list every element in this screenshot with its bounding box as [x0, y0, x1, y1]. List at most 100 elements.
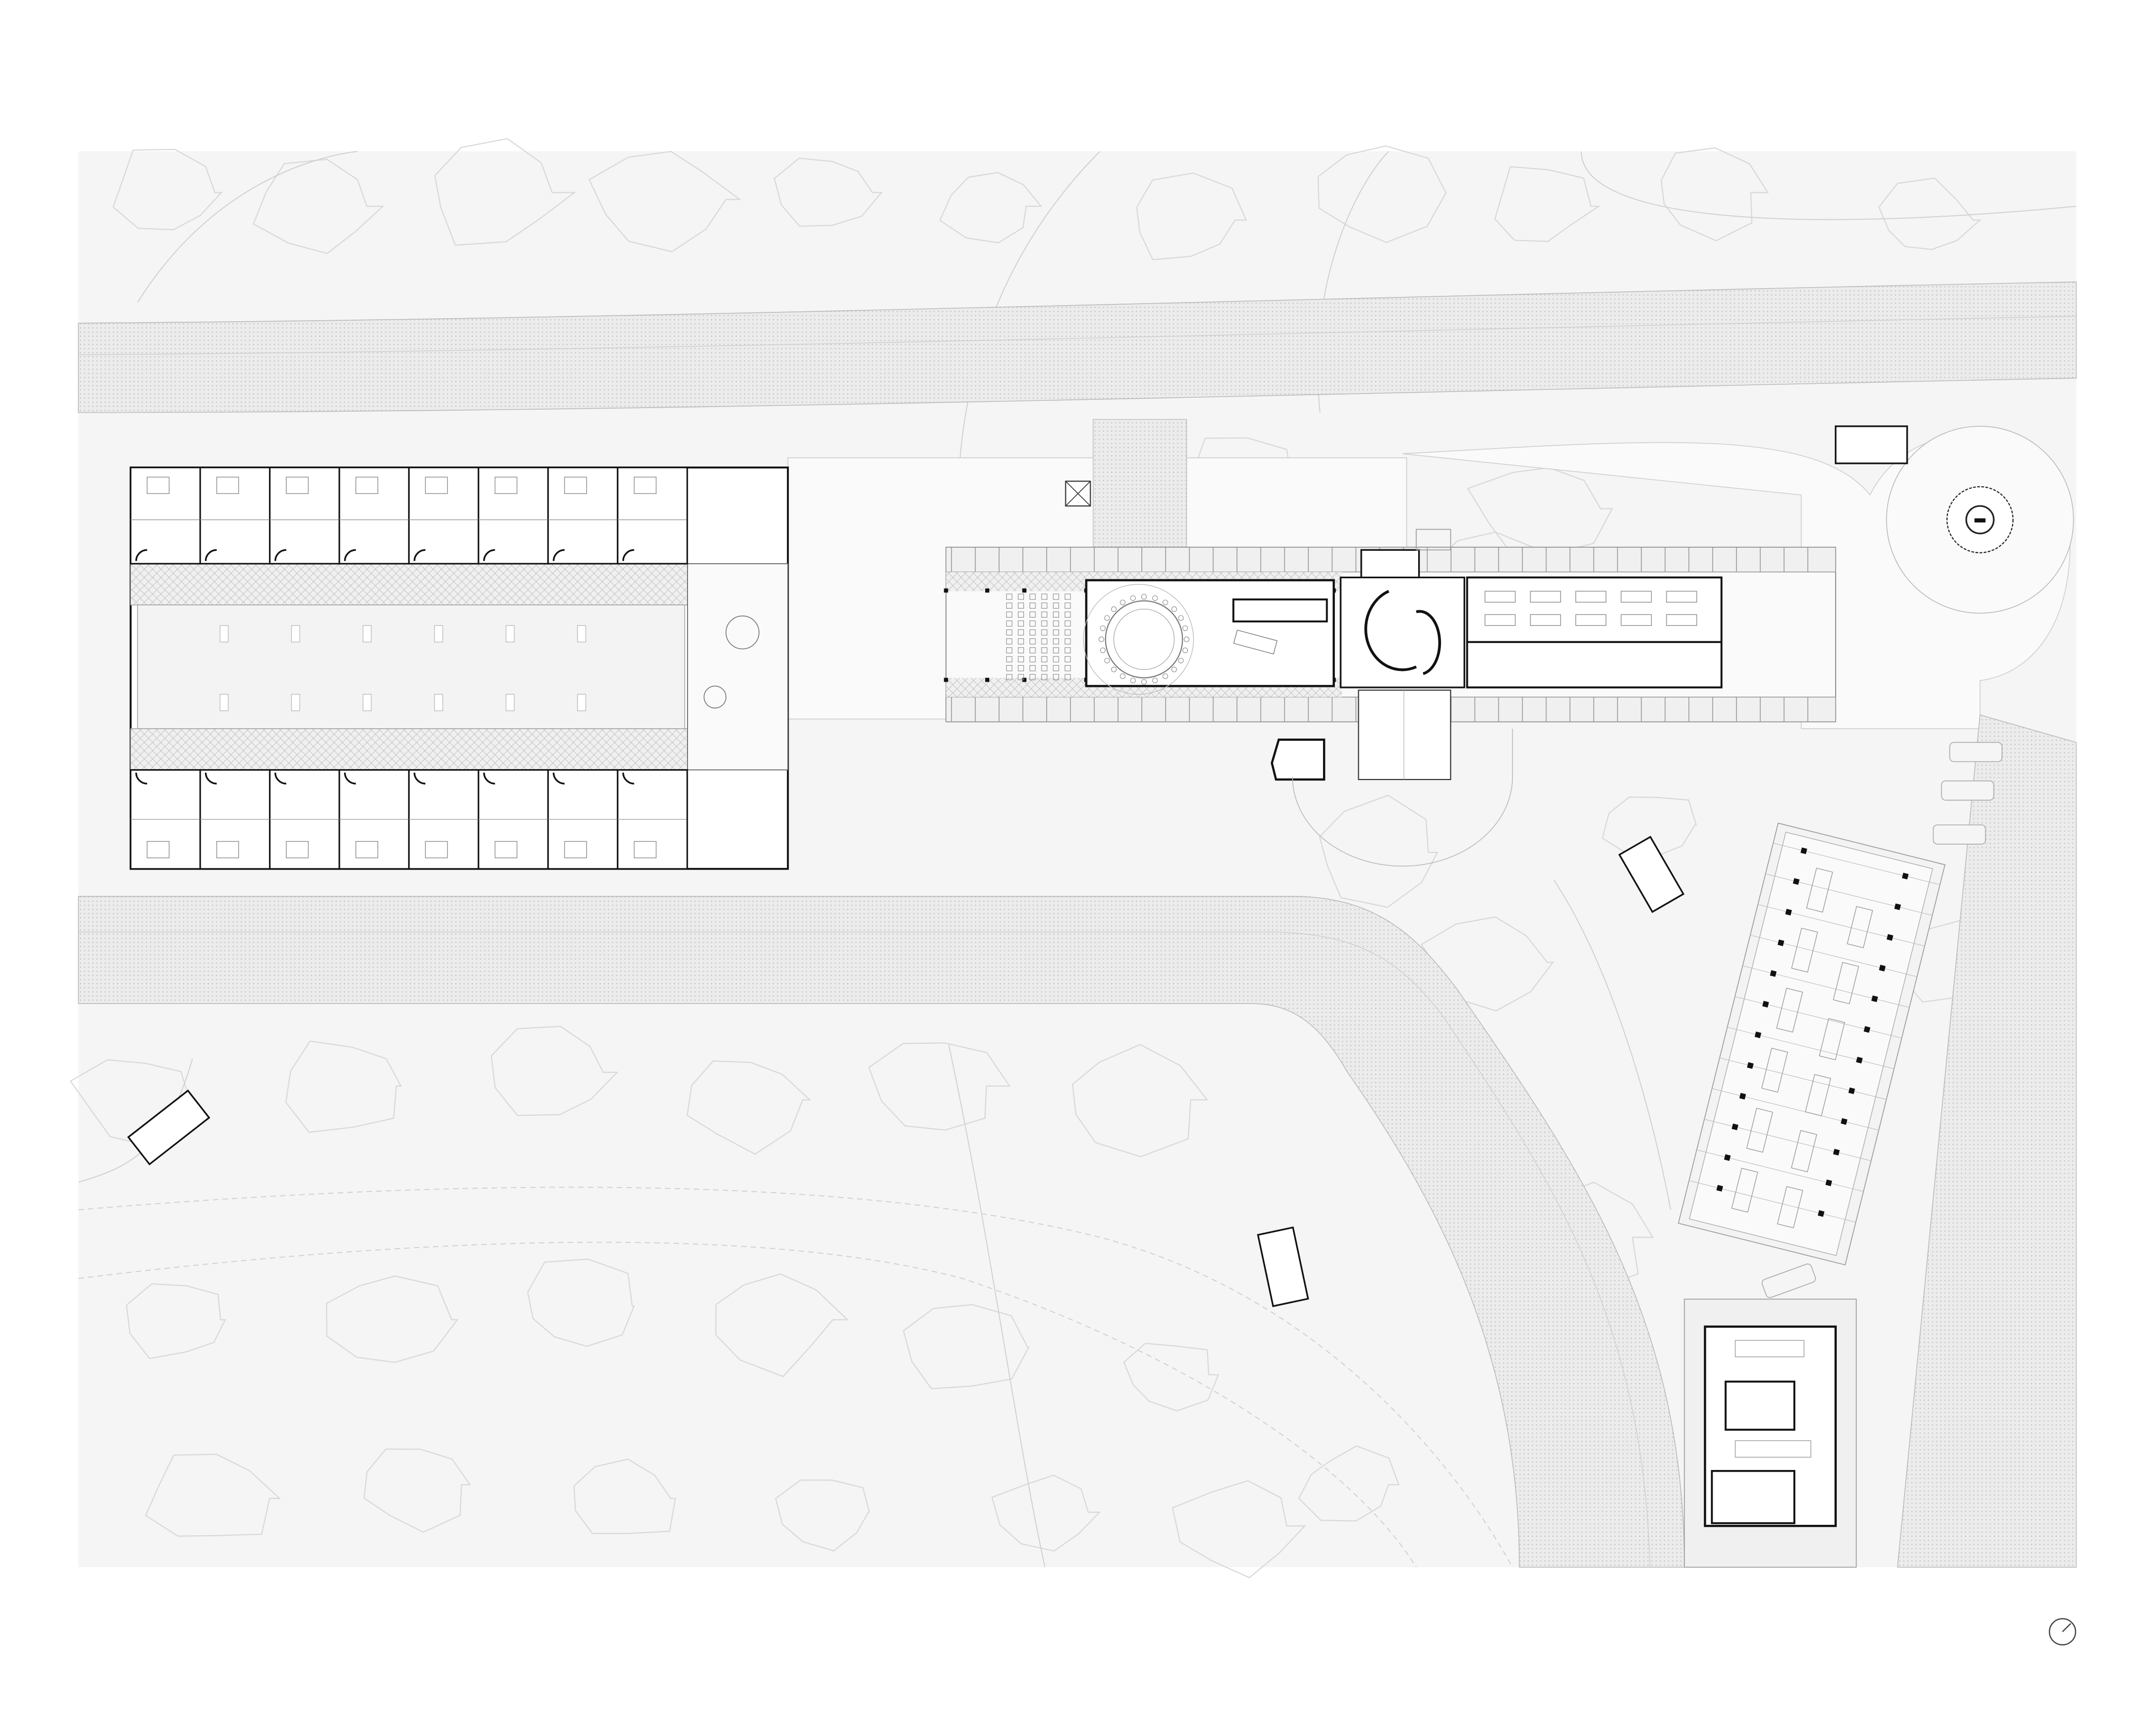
bed	[355, 476, 378, 494]
courtyard-bench	[434, 625, 443, 642]
stair	[622, 772, 634, 785]
bed	[633, 476, 657, 494]
seat	[1064, 593, 1071, 600]
stair	[274, 772, 287, 785]
seat	[1006, 611, 1013, 618]
seat	[1006, 629, 1013, 636]
vehicles	[127, 425, 1908, 1308]
tree-canopy	[939, 172, 1043, 244]
north-arrow-icon	[2048, 1618, 2076, 1646]
tree-canopy	[1660, 147, 1769, 242]
tree-canopy	[1298, 1445, 1400, 1522]
bed	[216, 841, 240, 859]
seat	[1006, 656, 1013, 663]
grid-line	[1689, 1180, 1856, 1223]
seat	[1141, 594, 1147, 599]
tree-canopy	[434, 138, 576, 246]
entrance-plaza	[1292, 728, 1513, 867]
tree-canopy	[285, 1040, 402, 1133]
stair	[553, 772, 565, 785]
seat	[1041, 674, 1048, 680]
grid-line	[1704, 1119, 1871, 1161]
seat	[1018, 620, 1024, 627]
seat	[1064, 674, 1071, 680]
column	[1886, 934, 1894, 941]
seat	[1041, 603, 1048, 609]
courtyard-bench	[219, 694, 229, 711]
south-road-lane	[78, 932, 1651, 1567]
seat	[1006, 638, 1013, 644]
seat	[1053, 674, 1059, 680]
workbench	[1575, 614, 1607, 626]
roundabout-core	[1965, 505, 1995, 534]
column	[1724, 1154, 1731, 1161]
grid-line	[1758, 904, 1925, 947]
column	[1739, 1092, 1746, 1100]
furniture	[1847, 906, 1874, 949]
seat	[1018, 629, 1024, 636]
seat	[1006, 620, 1013, 627]
grid-line	[1712, 1088, 1879, 1131]
grid-line	[1765, 873, 1932, 916]
seat	[1100, 625, 1106, 631]
tree-canopy	[1601, 796, 1697, 857]
seat	[1018, 603, 1024, 609]
courtyard-bench	[219, 625, 229, 642]
seat	[1162, 599, 1168, 605]
column	[1022, 588, 1027, 593]
courtyard-bench	[505, 694, 515, 711]
seat	[1064, 665, 1071, 671]
lounge-table	[703, 685, 726, 709]
bed	[564, 841, 587, 859]
column	[1800, 847, 1807, 854]
stair	[135, 772, 147, 785]
tree-canopy	[775, 1479, 870, 1552]
dorm-unit	[617, 467, 688, 565]
spiral-stair	[1364, 590, 1417, 671]
tree-canopy	[715, 1273, 849, 1377]
bed	[425, 476, 448, 494]
seat	[1041, 638, 1048, 644]
seat	[1053, 611, 1059, 618]
seat	[1130, 595, 1136, 601]
seat	[1171, 606, 1177, 612]
tree-canopy	[774, 157, 883, 227]
tree-canopy	[252, 158, 384, 254]
seat	[1041, 647, 1048, 654]
grid-line	[1735, 996, 1902, 1039]
seat	[1018, 611, 1024, 618]
furniture	[1833, 962, 1860, 1005]
stair	[622, 549, 634, 561]
tree-canopy	[1317, 145, 1447, 243]
stair	[344, 772, 356, 785]
entrance-canopy	[1358, 689, 1451, 781]
grid-line	[1719, 1057, 1887, 1100]
dorm-unit	[478, 467, 549, 565]
column	[985, 678, 990, 682]
tree-canopy	[991, 1474, 1101, 1552]
seat	[1041, 629, 1048, 636]
tree-canopy	[112, 148, 223, 231]
column	[985, 588, 990, 593]
courtyard-bench	[291, 694, 301, 711]
column	[1793, 878, 1800, 885]
seat	[1130, 678, 1136, 683]
column	[944, 588, 948, 593]
seat	[1018, 665, 1024, 671]
seat	[1111, 666, 1117, 672]
conference-table	[1233, 629, 1278, 655]
courtyard	[137, 604, 686, 729]
furniture	[1746, 1107, 1773, 1153]
tree-canopy	[573, 1458, 676, 1534]
bed	[495, 841, 517, 859]
tree-canopy	[868, 1042, 1011, 1131]
grid-line	[1727, 1027, 1894, 1069]
seat	[1120, 673, 1126, 679]
tree-canopy	[1319, 794, 1438, 908]
furniture	[1791, 1130, 1818, 1173]
courtyard-bench	[577, 625, 586, 642]
seat	[1006, 647, 1013, 654]
column	[1754, 1031, 1762, 1039]
workbench	[1484, 591, 1516, 603]
